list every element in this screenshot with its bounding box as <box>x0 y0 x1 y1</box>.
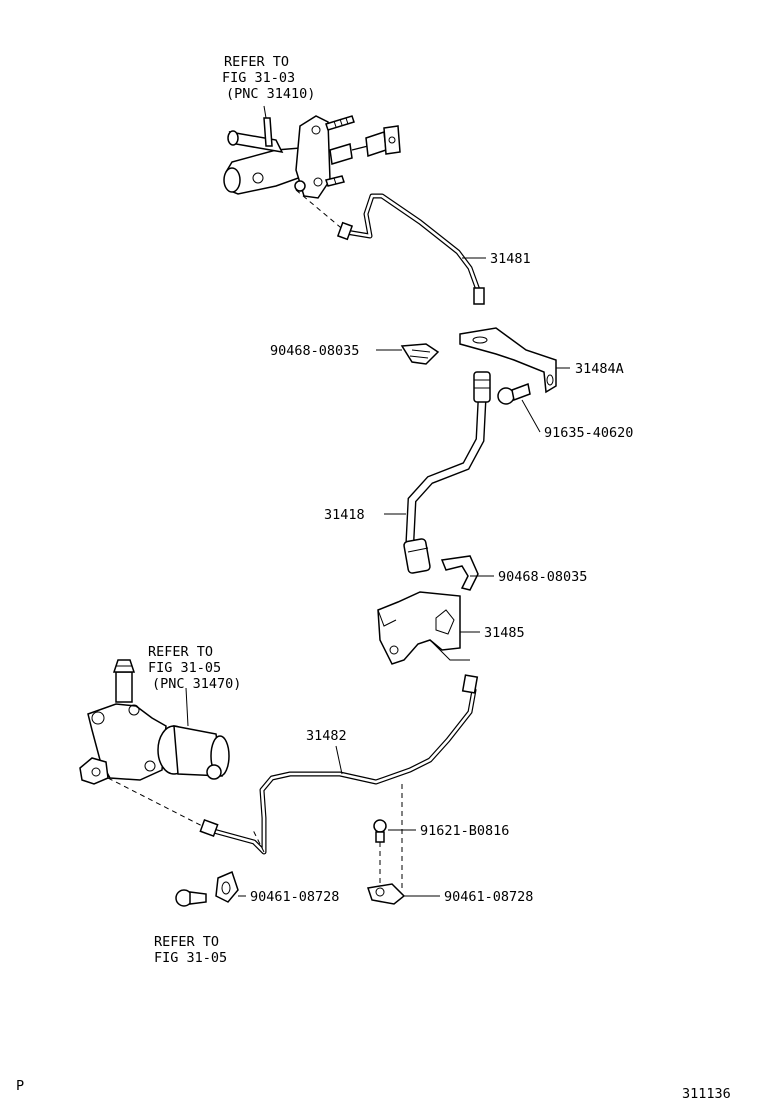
bracket-upper-31484A <box>459 327 557 394</box>
release-cylinder-illustration <box>79 659 230 831</box>
label-31482: 31482 <box>306 728 347 744</box>
clamp-left-90461-08728 <box>215 870 239 903</box>
ref-mc-line1: REFER TO <box>224 54 289 70</box>
ref-bolt-line1: REFER TO <box>154 934 219 950</box>
label-31481: 31481 <box>490 251 531 267</box>
label-clip-lower: 90468-08035 <box>498 569 587 585</box>
clip-lower-90468-08035 <box>440 555 479 591</box>
clamp-right-90461-08728 <box>367 883 406 905</box>
bolt-upper-91635-40620 <box>497 382 531 405</box>
label-clamp-left: 90461-08728 <box>250 889 339 905</box>
bracket-lower-31485 <box>377 591 470 665</box>
label-bolt-lower: 91621-B0816 <box>420 823 509 839</box>
label-bolt-upper: 91635-40620 <box>544 425 633 441</box>
ref-rc-line1: REFER TO <box>148 644 213 660</box>
corner-mark: P <box>16 1078 24 1094</box>
label-31485: 31485 <box>484 625 525 641</box>
bolt-lower-91621-B0816 <box>373 819 387 886</box>
ref-bolt-line2: FIG 31-05 <box>154 950 227 966</box>
clip-upper-90468-08035 <box>400 343 440 365</box>
ref-rc-line3: (PNC 31470) <box>152 676 241 692</box>
label-31484A: 31484A <box>575 361 624 377</box>
label-31418: 31418 <box>324 507 365 523</box>
flex-hose-31418 <box>403 371 491 574</box>
tube-lower-31482 <box>199 674 479 890</box>
label-clamp-right: 90461-08728 <box>444 889 533 905</box>
figure-number: 311136 <box>682 1086 731 1102</box>
tube-upper-31481 <box>336 193 485 305</box>
label-clip-upper: 90468-08035 <box>270 343 359 359</box>
ref-mc-line3: (PNC 31410) <box>226 86 315 102</box>
ref-mc-line2: FIG 31-03 <box>222 70 295 86</box>
bolt-left-illustration <box>175 889 207 907</box>
master-cylinder-illustration <box>223 115 401 233</box>
ref-rc-line2: FIG 31-05 <box>148 660 221 676</box>
